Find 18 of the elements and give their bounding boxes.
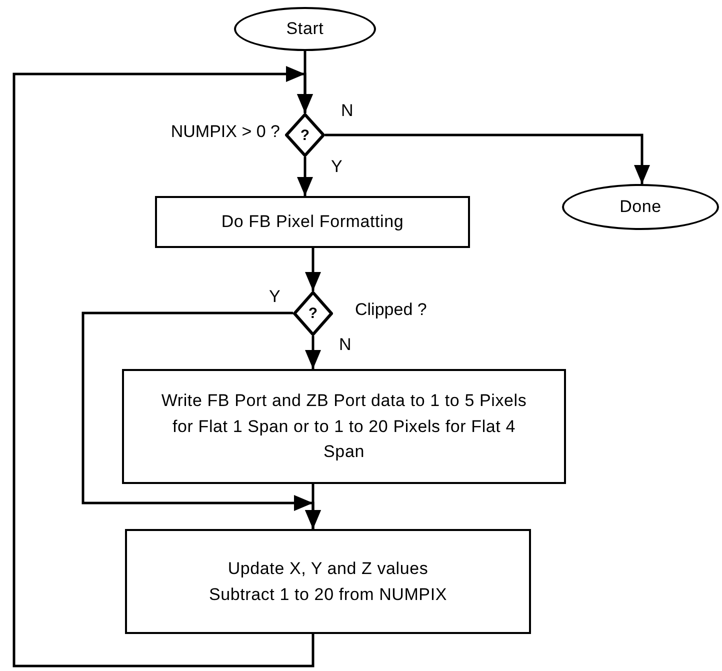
arrow: [325, 134, 650, 184]
process-box: [155, 196, 470, 248]
arrow: [297, 157, 313, 196]
node-text: Done: [620, 196, 662, 218]
node-text: Update X, Y and Z values: [228, 558, 428, 580]
arrow: [305, 336, 321, 369]
condition-label: NUMPIX > 0 ?: [170, 122, 280, 142]
process-box: [125, 529, 531, 634]
question-mark: ?: [300, 126, 310, 144]
question-mark: ?: [308, 305, 318, 322]
node-text: Do FB Pixel Formatting: [221, 211, 404, 234]
process-box: [122, 369, 566, 484]
node-text: Write FB Port and ZB Port data to 1 to 5 Pixels for Flat 1 Span or to 1 to 20 Pixels for Flat 4 Span: [160, 390, 528, 464]
arrow: [305, 248, 321, 291]
condition-label: Clipped ?: [355, 300, 427, 320]
node-text: Start: [286, 18, 324, 40]
node-text: Subtract 1 to 20 from NUMPIX: [209, 584, 447, 606]
arrow: [305, 484, 321, 529]
